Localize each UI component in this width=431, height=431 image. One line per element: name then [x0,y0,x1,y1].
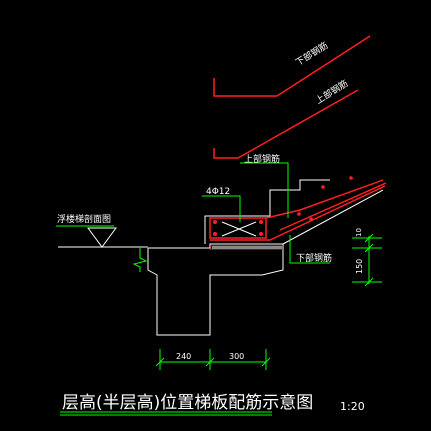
beam-stirrup [209,217,267,239]
label-upper-rebar-mid: 上部钢筋 [313,77,350,106]
label-lower-rebar-right: 下部钢筋 [296,252,332,264]
label-lower-rebar-top: 下部钢筋 [293,39,330,68]
slab-bar-diagonal [279,182,387,231]
step-outline [204,179,330,244]
slab-underside [282,189,384,245]
slab-bar-upper [265,179,384,219]
dim-label-240: 240 [176,352,191,361]
rebar-detail-middle [213,89,359,159]
leader-bar-spec [202,195,241,222]
dim-label-10: 10 [355,228,363,237]
drawing-title: 层高(半层高)位置梯板配筋示意图 [62,393,313,413]
stirrup-cross-2 [221,221,257,237]
label-section: 浮楼梯剖面图 [57,213,111,225]
concrete-outline [58,179,384,336]
label-bar-spec: 4Φ12 [206,187,230,197]
leader-lower-rebar-right [289,235,330,264]
leader-lines [56,162,330,264]
dimension-lines [60,233,382,416]
drawing-scale: 1:20 [340,400,365,413]
rebar-detail-top [213,35,371,97]
leader-upper-rebar [240,162,289,218]
rebar-dots [213,176,353,236]
slab-bar-lower [210,185,386,241]
section-marker-triangle [87,227,117,248]
dim-label-300: 300 [229,352,244,361]
rebar-group [209,35,387,241]
beam-section-outline [147,243,284,336]
joint-hatch-dots [212,246,282,249]
dim-label-150: 150 [355,259,364,274]
break-symbol [132,248,148,272]
label-upper-rebar-small: 上部钢筋 [244,153,280,165]
